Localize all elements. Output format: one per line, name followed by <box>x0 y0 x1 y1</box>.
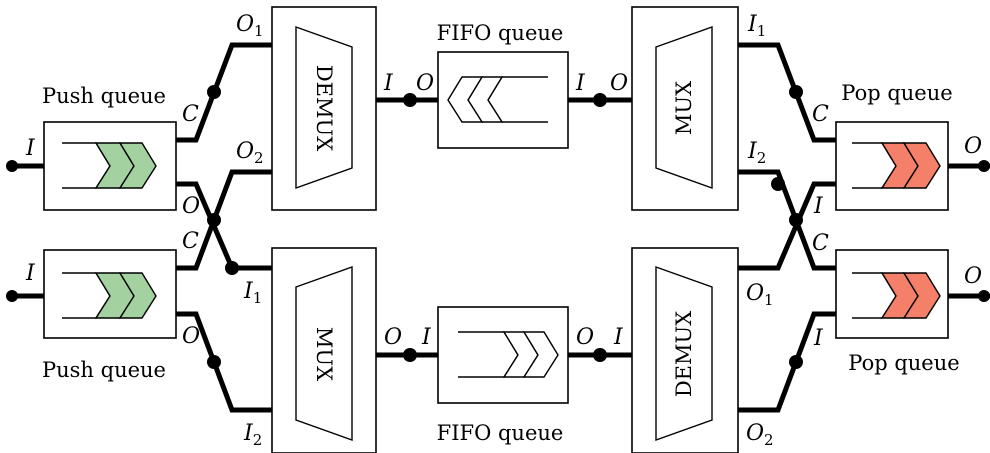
connection-dots <box>6 85 990 369</box>
port-label-i: I <box>613 325 624 350</box>
port-label-c: C <box>812 231 829 256</box>
output-dot-top <box>978 160 990 172</box>
port-label-i2: I2 <box>747 139 766 167</box>
port-label-c: C <box>182 229 199 254</box>
port-label-i1: I1 <box>243 279 262 307</box>
fifo-queue-bottom-title: FIFO queue <box>437 421 564 445</box>
port-label-i: I <box>25 261 36 286</box>
port-label-o: O <box>964 134 982 159</box>
push-queue-top-title: Push queue <box>42 84 166 108</box>
pop-queue-top <box>835 121 949 211</box>
demux-trapezoid <box>655 266 713 441</box>
port-label-i: I <box>813 326 824 351</box>
mux-trapezoid <box>295 266 353 441</box>
chevron-icon <box>118 142 157 189</box>
mux-trapezoid <box>655 26 713 189</box>
port-label-o1: O1 <box>746 281 774 309</box>
fifo-queue-bottom <box>437 306 569 404</box>
chevron-icon <box>522 331 559 378</box>
junction-dot <box>207 85 221 99</box>
input-dot-top <box>6 160 18 172</box>
junction-dot <box>403 93 417 107</box>
mux-top-right: MUX <box>631 6 739 211</box>
port-label-o1: O1 <box>236 12 264 40</box>
mux-label: MUX <box>672 81 696 135</box>
chevron-icon <box>118 272 157 319</box>
mux-label: MUX <box>312 327 336 381</box>
port-label-o2: O2 <box>746 421 774 449</box>
junction-dot <box>771 177 785 191</box>
junction-dot <box>403 348 417 362</box>
port-label-i: I <box>383 71 394 96</box>
port-label-i: I <box>813 194 824 219</box>
chevron-icon <box>447 76 484 123</box>
port-label-o: O <box>182 194 200 219</box>
port-label-c: C <box>182 102 199 127</box>
demux-label: DEMUX <box>312 65 336 151</box>
port-label-o: O <box>576 325 594 350</box>
chevron-icon <box>902 142 941 189</box>
pop-queue-bottom-title: Pop queue <box>848 351 959 375</box>
junction-dot <box>789 85 803 99</box>
demux-label: DEMUX <box>672 311 696 397</box>
pop-queue-top-title: Pop queue <box>841 81 952 105</box>
port-label-o: O <box>610 71 628 96</box>
port-label-i: I <box>25 136 36 161</box>
port-label-o: O <box>416 71 434 96</box>
mux-bottom-left: MUX <box>271 247 377 453</box>
junction-dot <box>207 213 221 227</box>
port-label-o: O <box>384 325 402 350</box>
junction-dot <box>207 355 221 369</box>
port-label-i1: I1 <box>747 12 766 40</box>
input-dot-bottom <box>6 290 18 302</box>
demux-bottom-right: DEMUX <box>631 247 739 453</box>
output-dot-bottom <box>978 290 990 302</box>
chevron-icon <box>902 272 941 319</box>
junction-dot <box>789 355 803 369</box>
push-queue-bottom-title: Push queue <box>42 358 166 382</box>
push-queue-top <box>43 121 177 211</box>
port-label-c: C <box>812 102 829 127</box>
port-label-i: I <box>421 325 432 350</box>
port-label-o2: O2 <box>236 139 264 167</box>
pop-queue-bottom <box>835 249 949 339</box>
fifo-queue-top <box>437 51 569 149</box>
port-label-o: O <box>182 324 200 349</box>
junction-dot <box>593 348 607 362</box>
junction-dot <box>225 261 239 275</box>
junction-dot <box>789 213 803 227</box>
port-label-o: O <box>964 264 982 289</box>
fifo-queue-top-title: FIFO queue <box>437 21 564 45</box>
block-titles: Push queue Push queue FIFO queue FIFO qu… <box>42 21 960 445</box>
junction-dot <box>593 93 607 107</box>
push-queue-bottom <box>43 249 177 339</box>
port-labels: I C O I C O O1 O2 I O I1 I2 O I I O O I … <box>25 12 982 449</box>
port-label-i2: I2 <box>243 421 262 449</box>
demux-top-left: DEMUX <box>271 6 377 211</box>
port-label-i: I <box>575 71 586 96</box>
demux-trapezoid <box>295 26 353 189</box>
